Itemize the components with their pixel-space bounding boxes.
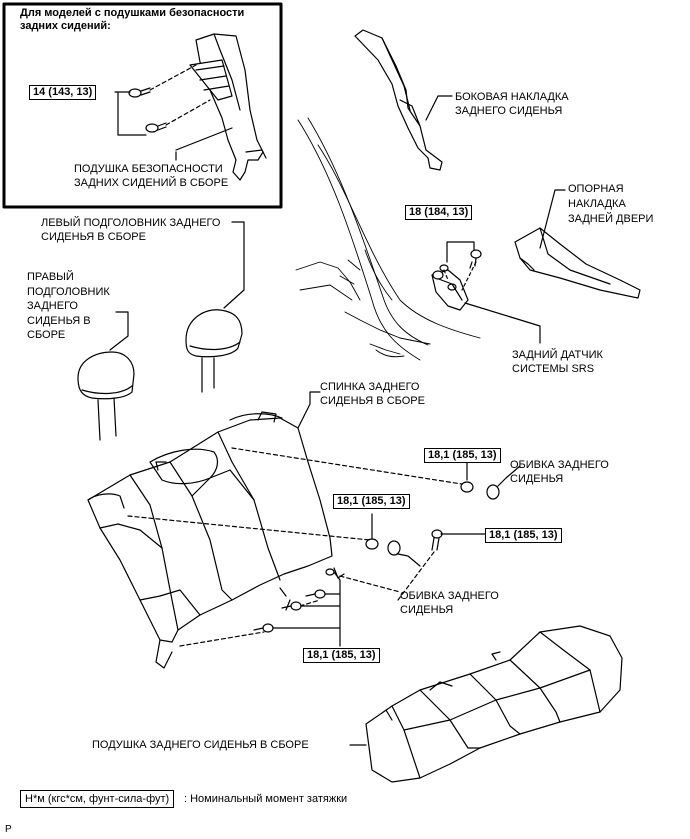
label-right-headrest: ПРАВЫЙ ПОДГОЛОВНИК ЗАДНЕГО СИДЕНЬЯ В СБО… [27,271,110,341]
label-srs-sensor: ЗАДНИЙ ДАТЧИК СИСТЕМЫ SRS [512,349,603,375]
bolt-lower-2 [281,601,302,611]
torque-inset-airbag-bolts: 14 (143, 13) [29,85,97,100]
bolt-right [431,529,443,551]
inset-title: Для моделей с подушками безопасности зад… [20,7,245,32]
label-side-trim: БОКОВАЯ НАКЛАДКА ЗАДНЕГО СИДЕНЬЯ [455,91,569,117]
torque-bolt-right: 18,1 (185, 13) [485,528,562,543]
bolt-lower-1 [305,589,326,599]
inset-airbag-drawing [189,33,267,181]
torque-nut-middle: 18,1 (185, 13) [333,494,410,509]
label-seat-cushion: ПОДУШКА ЗАДНЕГО СИДЕНЬЯ В СБОРЕ [92,739,309,751]
label-left-headrest: ЛЕВЫЙ ПОДГОЛОВНИК ЗАДНЕГО СИДЕНЬЯ В СБОР… [41,217,221,243]
torque-srs-sensor: 18 (184, 13) [405,205,473,220]
cover-clip-2 [387,540,401,556]
nut-upper [460,481,474,493]
nut-middle [365,538,379,550]
inset-frame [2,2,283,209]
side-trim-drawing [354,29,443,171]
srs-sensor-drawing [431,269,469,311]
right-headrest-drawing [77,351,135,441]
bolt-lower-4 [325,568,335,576]
cover-clip-1 [486,484,500,500]
body-lines [295,117,481,361]
cushion-drawing [365,625,623,783]
label-door-scuff: ОПОРНАЯ НАКЛАДКА ЗАДНЕЙ ДВЕРИ [568,183,654,225]
inset-bolt-2 [145,122,167,133]
torque-nut-upper: 18,1 (185, 13) [424,448,501,463]
label-seat-cover-2: ОБИВКА ЗАДНЕГО СИДЕНЬЯ [400,590,499,616]
inset-bolt-1 [128,87,151,98]
left-headrest-drawing [185,309,243,393]
label-seatback: СПИНКА ЗАДНЕГО СИДЕНЬЯ В СБОРЕ [320,381,425,407]
sensor-bolt-2 [469,249,482,269]
label-seat-cover-1: ОБИВКА ЗАДНЕГО СИДЕНЬЯ [510,459,609,485]
seatback-drawing [87,411,345,669]
bolt-lower-3 [253,623,274,633]
torque-bolt-lower: 18,1 (185, 13) [303,648,380,663]
footer-mark: P [5,824,12,835]
legend-units-box: Н*м (кгс*см, фунт-сила-фут) [20,790,175,808]
legend-description: : Номинальный момент затяжки [184,793,348,805]
label-rear-seat-airbag: ПОДУШКА БЕЗОПАСНОСТИ ЗАДНИХ СИДЕНИЙ В СБ… [74,163,229,189]
door-scuff-drawing [514,227,641,299]
